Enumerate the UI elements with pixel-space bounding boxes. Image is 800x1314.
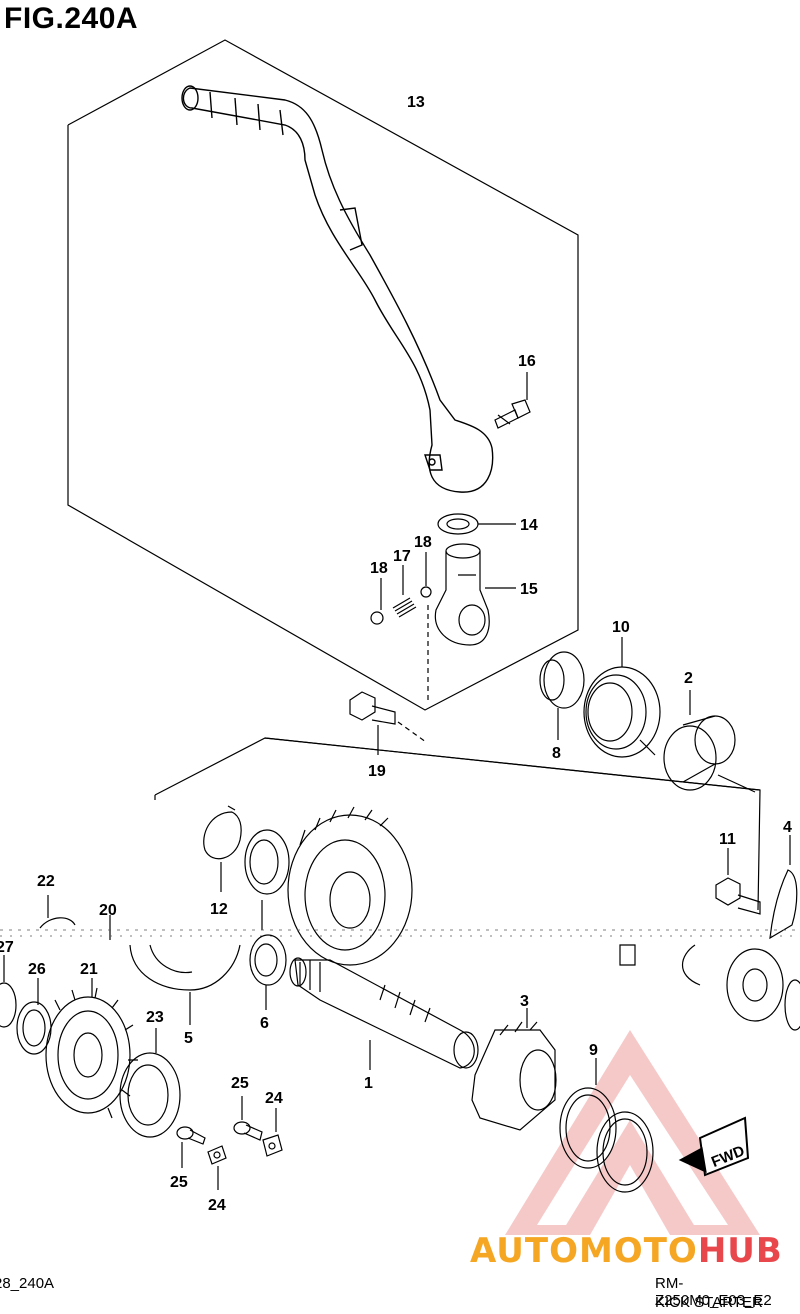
centerline-19: [397, 721, 427, 743]
bolt-25b: [233, 1121, 263, 1141]
footer-model-code: RM-Z250M0_E03_E2: [655, 1275, 772, 1309]
washer-thin: [244, 829, 290, 895]
callout-25a: 25: [231, 1075, 249, 1092]
watermark-text: AUTOMOTOHUB: [470, 1231, 783, 1271]
callout-24a: 24: [265, 1090, 283, 1107]
callout-24b: 24: [208, 1197, 226, 1214]
lever-bolt: [494, 399, 531, 429]
callout-10: 10: [612, 619, 630, 636]
washer-24a: [207, 1145, 227, 1165]
stopper-lower-right: [619, 944, 800, 1031]
ball-18a: [370, 611, 384, 625]
kick-boss-15: [434, 543, 490, 646]
figure-title: FIG.240A: [4, 2, 139, 35]
callout-6: 6: [260, 1015, 269, 1032]
kick-shaft-1: [289, 957, 479, 1069]
washer-23: [119, 1052, 181, 1138]
kick-spring-10: [583, 666, 661, 758]
callout-1: 1: [364, 1075, 373, 1092]
callout-13: 13: [407, 94, 425, 111]
fwd-arrow-badge: [678, 1116, 750, 1177]
oil-seal-8: [539, 651, 585, 709]
kick-idle-gear-5: [129, 944, 241, 991]
callout-18a: 18: [370, 560, 388, 577]
callout-23: 23: [146, 1009, 164, 1026]
ratchet-3: [471, 1021, 557, 1131]
upper-assembly-boundary: [67, 39, 579, 711]
lower-assembly-boundary: [154, 737, 761, 911]
washer-14: [437, 513, 479, 535]
callout-27: 27: [0, 939, 14, 956]
callout-20: 20: [99, 902, 117, 919]
watermark-part1: AUTOMOTO: [470, 1231, 698, 1271]
callout-3: 3: [520, 993, 529, 1010]
gear-21: [45, 987, 138, 1119]
lower-box-top: [264, 737, 761, 791]
kick-gear-upper: [287, 806, 413, 966]
callout-22: 22: [37, 873, 55, 890]
circlip-12: [203, 805, 242, 860]
spring-guide-2: [663, 715, 756, 793]
callout-14: 14: [520, 517, 538, 534]
stopper-plate-4: [769, 869, 798, 940]
bolt-25a: [176, 1126, 206, 1145]
callout-4: 4: [783, 819, 792, 836]
callout-9: 9: [589, 1042, 598, 1059]
spring-17: [392, 597, 417, 618]
callout-12: 12: [210, 901, 228, 918]
callout-17: 17: [393, 548, 411, 565]
circlip-22: [39, 917, 76, 929]
ball-18b: [420, 586, 432, 598]
scan-break-band: [0, 929, 800, 937]
callout-11: 11: [719, 831, 736, 848]
footer-section-name: KICK STARTER: [655, 1294, 763, 1311]
callout-18b: 18: [414, 534, 432, 551]
callout-26: 26: [28, 961, 46, 978]
kick-starter-lever: [181, 85, 494, 493]
callout-2: 2: [684, 670, 693, 687]
footer-figure-code: 28_240A: [0, 1275, 55, 1292]
washer-27: [0, 982, 17, 1028]
bolt-19: [349, 691, 396, 725]
callout-21: 21: [80, 961, 98, 978]
bolt-11: [715, 877, 761, 915]
washer-24b: [262, 1134, 283, 1157]
spring-9: [559, 1087, 654, 1193]
watermark-logo-triangle: [505, 1030, 760, 1235]
callout-25b: 25: [170, 1174, 188, 1191]
callout-16: 16: [518, 353, 536, 370]
callout-5: 5: [184, 1030, 193, 1047]
callout-19: 19: [368, 763, 386, 780]
callout-8: 8: [552, 745, 561, 762]
watermark-part2: HUB: [697, 1231, 783, 1271]
washer-6: [249, 934, 287, 986]
callout-labels: 13 16 14 17 18 18 15 10 2 8 19 11 4 22 2…: [0, 94, 792, 1214]
callout-15: 15: [520, 581, 538, 598]
